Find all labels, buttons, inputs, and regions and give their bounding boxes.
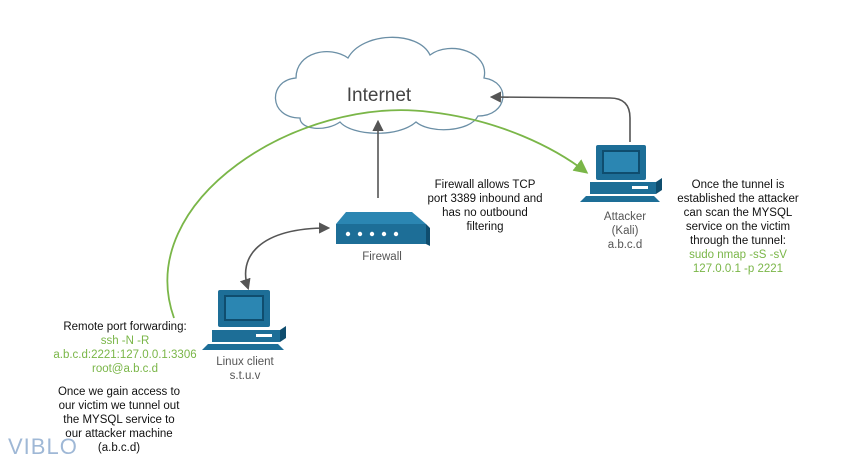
firewall-device: [336, 212, 430, 246]
attacker-note: Once the tunnel is established the attac…: [668, 178, 808, 276]
firewall-label: Firewall: [362, 251, 402, 263]
ssh-tunnel-arc: [166, 109, 589, 319]
attacker-computer-icon: [580, 145, 662, 202]
linux-client-label: Linux client s.t.u.v: [216, 356, 274, 382]
linux-client-computer-icon: [202, 290, 286, 350]
attacker-nmap-command: sudo nmap -sS -sV: [689, 249, 787, 261]
viblo-watermark-logo: VIBLO: [8, 434, 78, 459]
ssh-command: ssh -N -R: [100, 335, 150, 347]
remote-forwarding-block: Remote port forwarding: ssh -N -R a.b.c.…: [40, 320, 210, 376]
firewall-note: Firewall allows TCP port 3389 inbound an…: [427, 179, 543, 233]
internet-label: Internet: [346, 85, 412, 106]
attacker-label: Attacker (Kali) a.b.c.d: [603, 211, 647, 251]
remote-forwarding-title: Remote port forwarding:: [63, 321, 187, 333]
attacker-to-internet-connector: [489, 91, 631, 142]
client-firewall-connector: [239, 222, 331, 291]
victim-tunnel-note: Once we gain access to our victim we tun…: [57, 386, 181, 454]
internet-cloud: [274, 36, 504, 134]
